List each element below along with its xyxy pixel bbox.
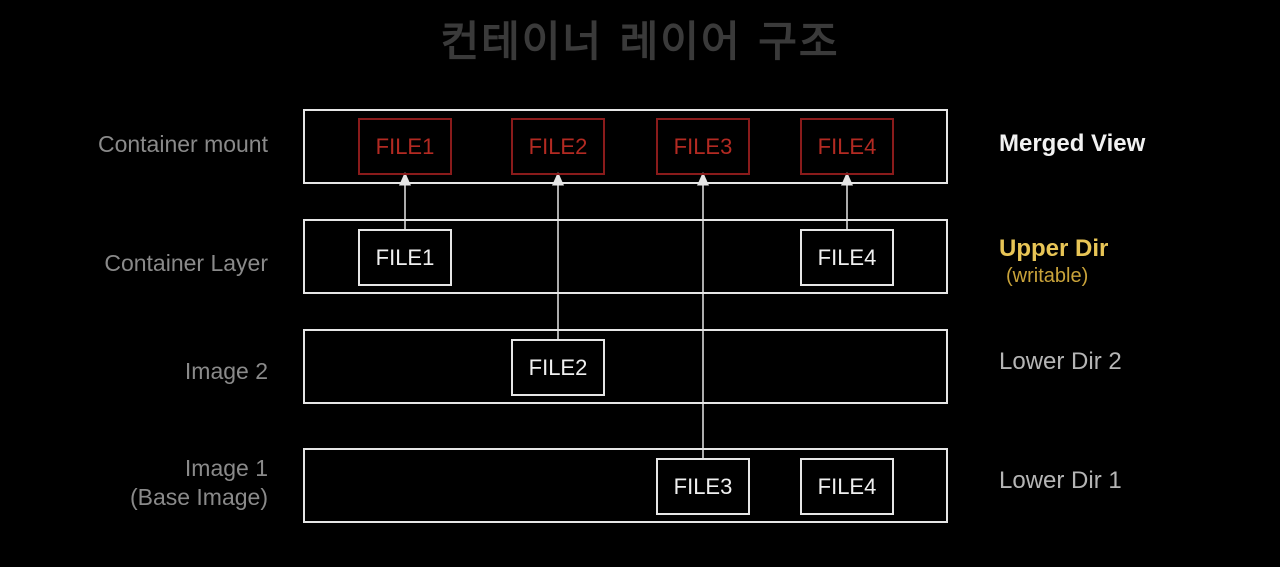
lower1-file4: FILE4 <box>800 458 894 515</box>
label-container-layer: Container Layer <box>104 250 268 276</box>
layer-container-layer <box>303 219 948 294</box>
layer-image-2 <box>303 329 948 404</box>
label-container-mount: Container mount <box>97 131 268 157</box>
merged-file2: FILE2 <box>511 118 605 175</box>
label-image-2: Image 2 <box>184 358 268 384</box>
lower2-file2: FILE2 <box>511 339 605 396</box>
label-merged-view: Merged View <box>999 130 1146 157</box>
diagram-title: 컨테이너 레이어 구조 <box>440 17 840 66</box>
label-lower-dir-1: Lower Dir 1 <box>999 467 1122 494</box>
upper-file4: FILE4 <box>800 229 894 286</box>
merged-file3: FILE3 <box>656 118 750 175</box>
label-lower-dir-2: Lower Dir 2 <box>999 348 1122 375</box>
lower1-file3: FILE3 <box>656 458 750 515</box>
label-upper-dir: Upper Dir <box>999 235 1109 262</box>
label-upper-dir-writable: (writable) <box>1006 265 1089 287</box>
layer-merged-view <box>303 109 948 184</box>
label-image-1: Image 1 (Base Image) <box>129 455 268 510</box>
merged-file1: FILE1 <box>358 118 452 175</box>
upper-file1: FILE1 <box>358 229 452 286</box>
merged-file4: FILE4 <box>800 118 894 175</box>
layer-image-1 <box>303 448 948 523</box>
